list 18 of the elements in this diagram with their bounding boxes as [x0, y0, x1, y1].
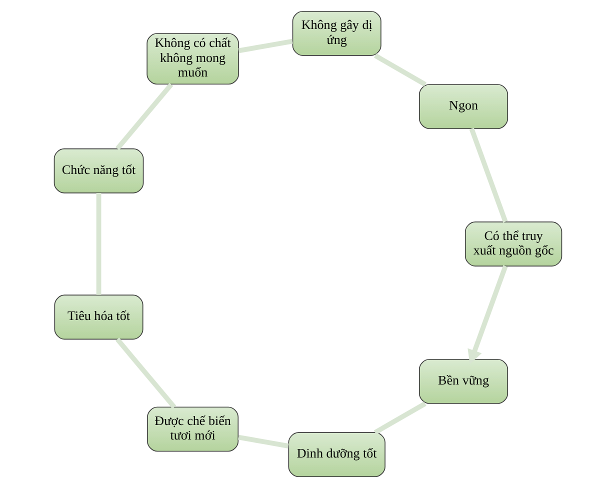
arrow	[467, 265, 508, 364]
node-box: Tiêu hóa tốt	[54, 294, 143, 340]
connector	[238, 38, 292, 54]
node-box: Không gây dị ứng	[292, 10, 381, 56]
node-box: Được chế biến tươi mới	[146, 406, 238, 452]
node-box: Ngon	[418, 84, 508, 129]
node-box: Chức năng tốt	[53, 148, 144, 194]
connector	[237, 434, 288, 448]
connector	[114, 82, 173, 150]
node-box: Dinh dưỡng tốt	[288, 432, 385, 478]
connector	[373, 401, 426, 435]
node-box: Không có chất không mong muốn	[146, 33, 238, 85]
connector	[96, 193, 101, 295]
connector	[373, 53, 426, 87]
connector	[468, 128, 508, 223]
node-box: Có thể truy xuất nguồn gốc	[464, 222, 562, 266]
node-box: Bền vững	[418, 359, 508, 404]
connector	[114, 338, 176, 409]
